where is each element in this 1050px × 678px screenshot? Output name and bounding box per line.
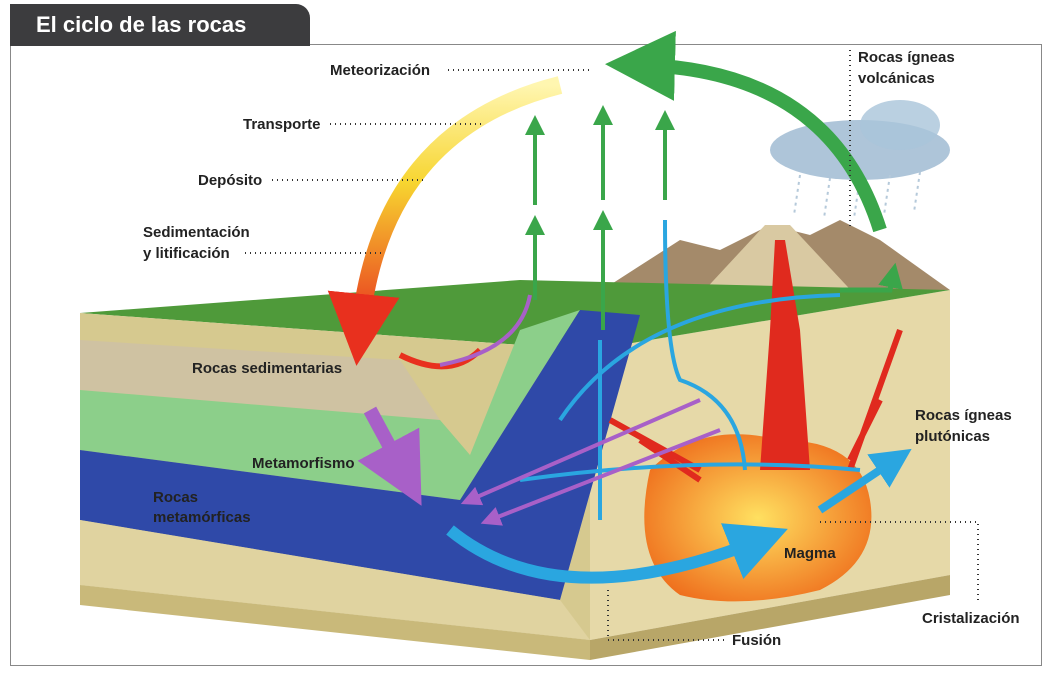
label-sedimentacion: Sedimentación: [143, 224, 250, 241]
limestone-layer: [80, 310, 580, 500]
label-cristalizacion: Cristalización: [922, 610, 1020, 627]
label-meteorizacion: Meteorización: [330, 62, 431, 79]
weathering-arrow: [327, 76, 563, 366]
label-magma: Magma: [784, 545, 836, 562]
label-transporte: Transporte: [243, 116, 321, 133]
label-fusion: Fusión: [732, 632, 782, 649]
block-top-grass: [80, 280, 950, 350]
metamorphic-layer: [80, 310, 640, 600]
label-metamorficas: metamórficas: [153, 509, 251, 526]
diagram-frame: [10, 44, 1042, 666]
page-title: El ciclo de las rocas: [10, 4, 310, 46]
label-litificacion: y litificación: [143, 245, 230, 262]
erosion-arrow: [605, 30, 887, 233]
label-plutonicas: plutónicas: [915, 428, 991, 445]
leader-lines: [245, 50, 979, 641]
label-rocas-metamorficas: Rocas: [153, 489, 199, 506]
metamorphism-arrow: [357, 406, 422, 506]
lava-conduit: [760, 240, 810, 470]
uplift-arrows: [525, 105, 675, 330]
label-rocas-sedimentarias: Rocas sedimentarias: [192, 360, 343, 377]
label-metamorfismo: Metamorfismo: [252, 455, 355, 472]
label-deposito: Depósito: [198, 172, 263, 189]
fusion-arrow: [446, 523, 788, 584]
rain-cloud-icon: [770, 100, 950, 219]
label-rocas-igneas-plutonicas: Rocas ígneas: [915, 407, 1012, 424]
label-rocas-igneas-volcanicas: Rocas ígneas: [858, 49, 955, 66]
label-volcanicas: volcánicas: [858, 70, 935, 87]
